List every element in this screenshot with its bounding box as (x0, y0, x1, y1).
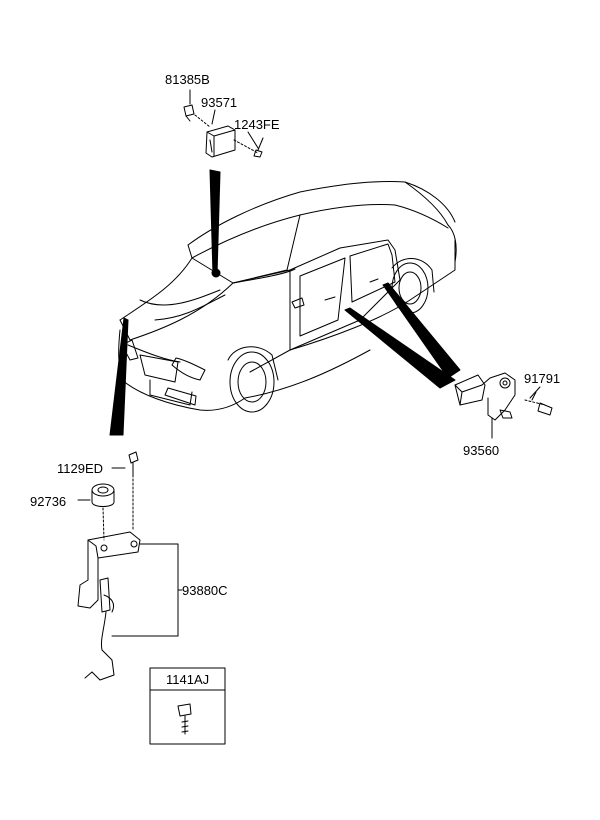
label-91791: 91791 (524, 371, 561, 386)
label-93880C: 93880C (182, 583, 228, 598)
label-1243FE: 1243FE (234, 117, 280, 132)
box-1141AJ (149, 667, 226, 745)
top-module-group (183, 89, 264, 158)
sensor-bracket-93880C (77, 451, 183, 681)
label-92736: 92736 (30, 494, 67, 509)
label-93560: 93560 (463, 443, 500, 458)
label-1141AJ: 1141AJ (166, 672, 210, 687)
label-81385B: 81385B (165, 72, 210, 87)
label-1129ED: 1129ED (57, 461, 104, 476)
sensor-assembly-93560 (454, 372, 553, 439)
car-illustration (118, 181, 457, 413)
leader-wedges (109, 169, 461, 436)
label-93571: 93571 (201, 95, 238, 110)
